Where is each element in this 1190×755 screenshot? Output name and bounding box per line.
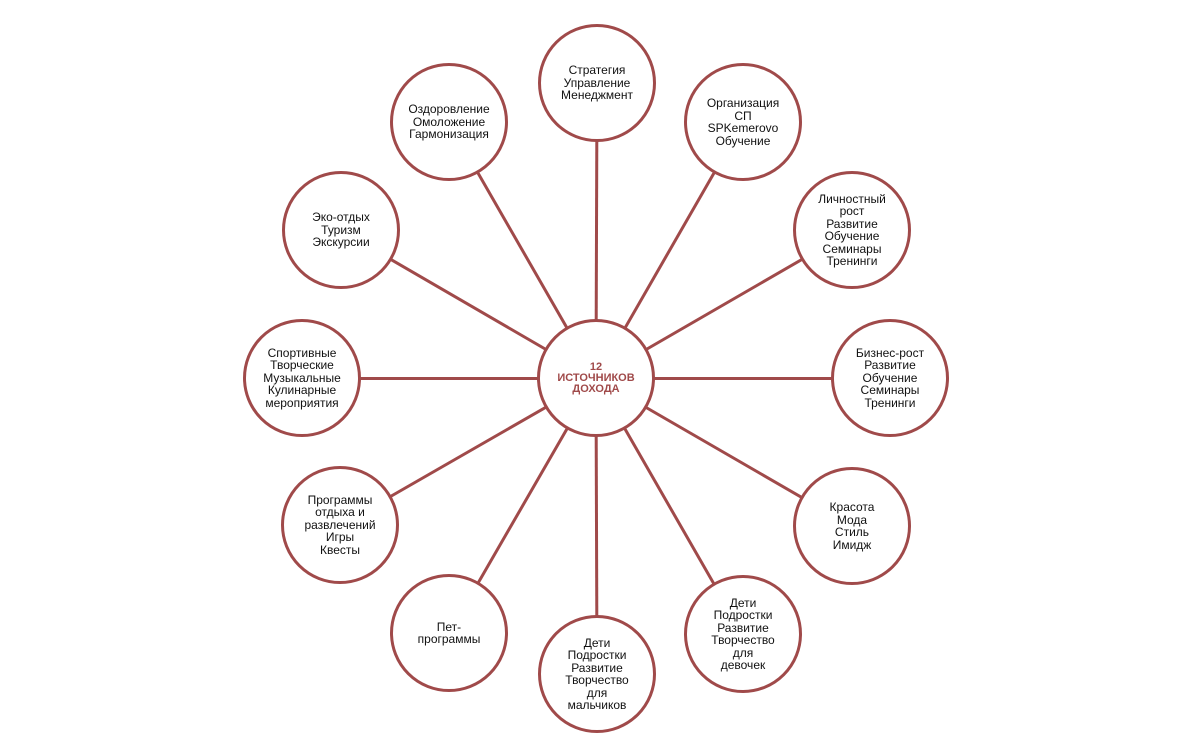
node-eco-tourism: Эко-отдых Туризм Экскурсии <box>282 171 400 289</box>
node-strategy: Стратегия Управление Менеджмент <box>538 24 656 142</box>
node-label: Пет- программы <box>417 619 481 646</box>
center-node: 12 ИСТОЧНИКОВ ДОХОДА <box>537 319 655 437</box>
node-organization: Организация СП SPKemerovo Обучение <box>684 63 802 181</box>
node-label: Красота Мода Стиль Имидж <box>829 500 875 552</box>
node-events: Спортивные Творческие Музыкальные Кулина… <box>243 319 361 437</box>
node-label: Спортивные Творческие Музыкальные Кулина… <box>263 345 341 410</box>
node-leisure: Программы отдыха и развлечений Игры Квес… <box>281 466 399 584</box>
node-label: Дети Подростки Развитие Творчество для д… <box>711 595 775 672</box>
node-beauty: Красота Мода Стиль Имидж <box>793 467 911 585</box>
node-wellness: Оздоровление Омоложение Гармонизация <box>390 63 508 181</box>
node-kids-boys: Дети Подростки Развитие Творчество для м… <box>538 615 656 733</box>
node-label: Личностный рост Развитие Обучение Семина… <box>818 191 886 268</box>
node-label: Оздоровление Омоложение Гармонизация <box>408 102 490 142</box>
node-business-growth: Бизнес-рост Развитие Обучение Семинары Т… <box>831 319 949 437</box>
spoke-business-growth <box>596 376 890 380</box>
node-label: Бизнес-рост Развитие Обучение Семинары Т… <box>855 345 925 410</box>
node-label: Эко-отдых Туризм Экскурсии <box>312 210 370 250</box>
node-label: Организация СП SPKemerovo Обучение <box>706 96 780 148</box>
node-label: Стратегия Управление Менеджмент <box>561 63 633 103</box>
node-pet-programs: Пет- программы <box>390 574 508 692</box>
node-personal-growth: Личностный рост Развитие Обучение Семина… <box>793 171 911 289</box>
center-label: 12 ИСТОЧНИКОВ ДОХОДА <box>557 360 635 395</box>
node-label: Дети Подростки Развитие Творчество для м… <box>565 635 629 712</box>
node-kids-girls: Дети Подростки Развитие Творчество для д… <box>684 575 802 693</box>
node-label: Программы отдыха и развлечений Игры Квес… <box>304 492 376 557</box>
